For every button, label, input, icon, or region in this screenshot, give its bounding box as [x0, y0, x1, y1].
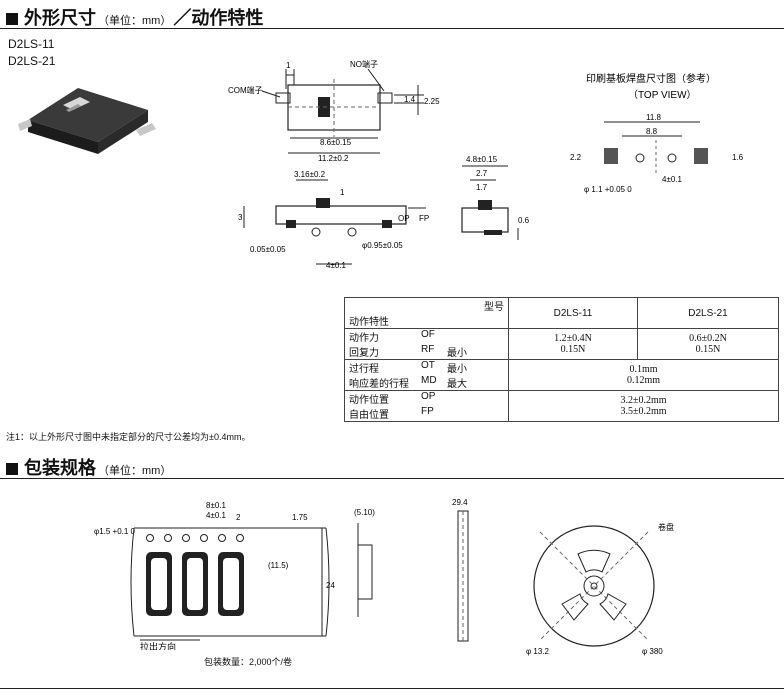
svg-text:2.25: 2.25 [424, 97, 440, 106]
svg-text:卷盘: 卷盘 [658, 522, 674, 532]
tolerance-note: 注1：以上外形尺寸图中未指定部分的尺寸公差均为±0.4mm。 [6, 432, 251, 442]
svg-text:4±0.1: 4±0.1 [326, 261, 347, 270]
svg-text:1: 1 [286, 61, 291, 70]
svg-text:OP: OP [398, 214, 410, 223]
svg-text:(11.5): (11.5) [268, 561, 289, 570]
svg-text:φ 13.2: φ 13.2 [526, 647, 550, 656]
top-view-drawing: 1 COM端子 NO端子 1.4 2.25 8.6±0.15 11.2±0.2 [228, 59, 440, 163]
model-name: D2LS-11 [8, 37, 55, 51]
svg-text:4±0.1: 4±0.1 [662, 175, 683, 184]
svg-text:1.75: 1.75 [292, 513, 308, 522]
section-divider [0, 28, 784, 29]
svg-text:4.8±0.15: 4.8±0.15 [466, 155, 498, 164]
bottom-divider [0, 688, 784, 689]
pcb-pattern-drawing: 印刷基板焊盘尺寸图（参考） （TOP VIEW） 11.8 8.8 2.2 1.… [570, 72, 744, 194]
svg-text:φ 1.1 +0.05 0: φ 1.1 +0.05 0 [584, 185, 632, 194]
svg-text:11.8: 11.8 [646, 113, 662, 122]
svg-text:2: 2 [236, 513, 241, 522]
model-list: D2LS-11 D2LS-21 [8, 36, 55, 70]
svg-text:1: 1 [340, 188, 345, 197]
svg-text:24: 24 [326, 581, 335, 590]
svg-text:φ 380: φ 380 [642, 647, 663, 656]
table-header-corner: 型号 动作特性 [344, 297, 509, 329]
model-name: D2LS-21 [8, 54, 56, 68]
svg-text:0.05±0.05: 0.05±0.05 [250, 245, 286, 254]
svg-text:8±0.1: 8±0.1 [206, 501, 227, 510]
section-title-dimensions: 外形尺寸 （单位：mm） ／动作特性 [6, 4, 263, 30]
reel-front-drawing: 卷盘 φ 13.2 φ 380 [526, 522, 674, 656]
svg-text:3: 3 [238, 213, 243, 222]
svg-text:φ0.95±0.05: φ0.95±0.05 [362, 241, 403, 250]
end-view-drawing: 4.8±0.15 2.7 1.7 0.6 [461, 155, 530, 240]
tape-section-drawing: (5.10) [354, 508, 375, 617]
svg-text:FP: FP [419, 214, 429, 223]
svg-text:(5.10): (5.10) [354, 508, 375, 517]
svg-text:2.2: 2.2 [570, 153, 582, 162]
svg-text:3.16±0.2: 3.16±0.2 [294, 170, 326, 179]
svg-text:11.2±0.2: 11.2±0.2 [318, 154, 349, 163]
svg-text:2.7: 2.7 [476, 169, 488, 178]
product-photo [18, 88, 156, 154]
column-header: D2LS-21 [637, 297, 779, 329]
svg-text:拉出方向: 拉出方向 [140, 641, 176, 650]
carrier-tape-drawing: φ1.5 +0.1 0 8±0.1 4±0.1 2 1.75 (11.5) 24… [94, 501, 335, 650]
packaging-quantity: 包装数量：2,000个/卷 [204, 657, 293, 667]
svg-text:1.7: 1.7 [476, 183, 488, 192]
svg-text:0.6: 0.6 [518, 216, 530, 225]
svg-text:8.6±0.15: 8.6±0.15 [320, 138, 352, 147]
side-view-drawing: 3.16±0.2 1 3 OP FP 0.05±0.05 φ0.95±0.05 … [238, 170, 429, 270]
svg-text:φ1.5 +0.1 0: φ1.5 +0.1 0 [94, 527, 136, 536]
svg-text:8.8: 8.8 [646, 127, 658, 136]
svg-text:1.6: 1.6 [732, 153, 744, 162]
square-bullet-icon [6, 13, 18, 25]
reel-side-drawing: 29.4 [452, 498, 469, 642]
svg-text:4±0.1: 4±0.1 [206, 511, 227, 520]
svg-text:29.4: 29.4 [452, 498, 468, 507]
svg-text:（TOP VIEW）: （TOP VIEW） [628, 89, 697, 101]
section-title-packaging: 包装规格 （单位：mm） [6, 454, 171, 480]
svg-text:NO端子: NO端子 [350, 59, 378, 69]
section-divider [0, 478, 784, 479]
column-header: D2LS-11 [508, 297, 638, 329]
square-bullet-icon [6, 463, 18, 475]
svg-text:印刷基板焊盘尺寸图（参考）: 印刷基板焊盘尺寸图（参考） [586, 72, 716, 85]
svg-text:1.4: 1.4 [404, 95, 416, 104]
svg-text:COM端子: COM端子 [228, 85, 263, 95]
